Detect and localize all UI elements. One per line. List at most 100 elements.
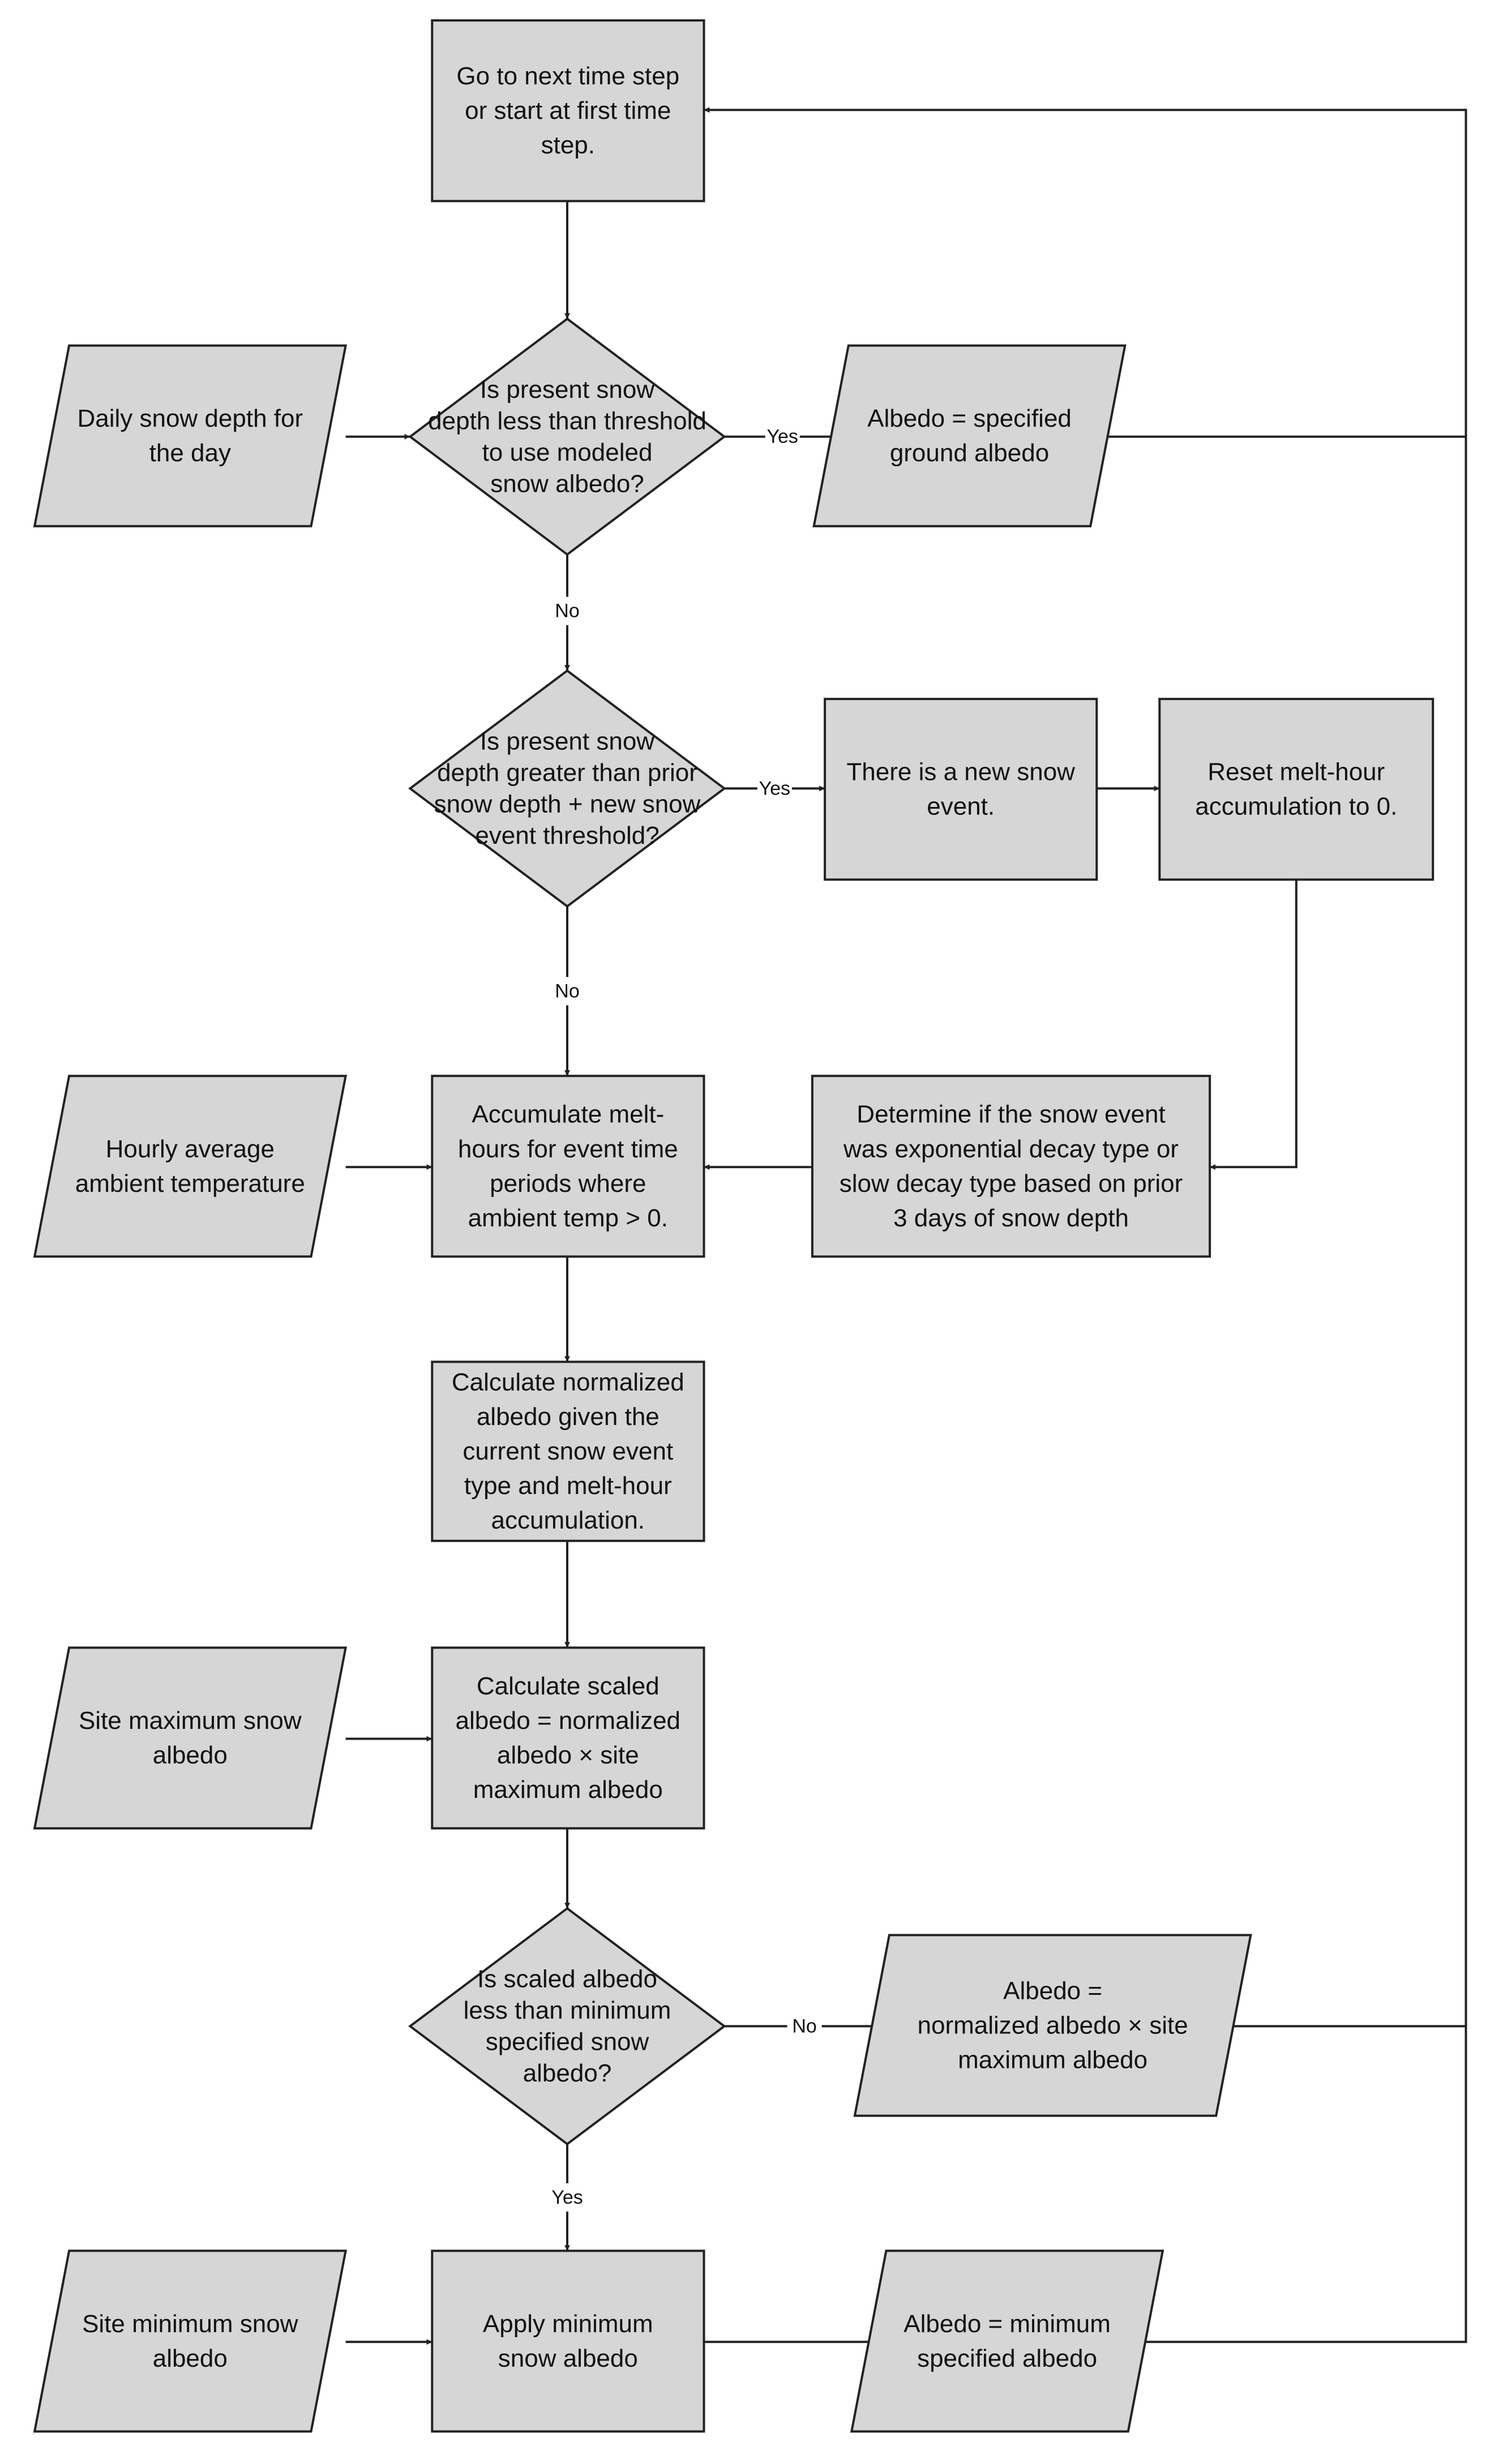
process-box xyxy=(811,1075,1211,1258)
node-text-line: accumulation to 0. xyxy=(1195,793,1397,821)
data-parallelogram xyxy=(853,1934,1252,2117)
node-text-line: albedo given the xyxy=(477,1403,660,1431)
node-text-line: was exponential decay type or xyxy=(843,1135,1179,1163)
node-albedo-norm: Albedo = normalized albedo × site maximum … xyxy=(853,1934,1252,2117)
decision-diamond xyxy=(408,669,726,908)
node-text-line: to use modeled xyxy=(482,439,653,466)
node-text-line: step. xyxy=(541,131,595,159)
decision-diamond xyxy=(408,317,726,556)
node-text-line: depth less than threshold xyxy=(428,407,706,435)
node-text-line: albedo xyxy=(153,1741,228,1769)
data-parallelogram xyxy=(33,1075,348,1258)
node-text-line: current snow event xyxy=(463,1437,673,1465)
node-text-line: Albedo = xyxy=(1003,1977,1102,2004)
edge-label-yes: Yes xyxy=(551,2187,583,2208)
node-text-line: ambient temperature xyxy=(75,1170,305,1197)
connector-arrow xyxy=(1210,879,1298,1170)
node-text-line: snow depth + new snow xyxy=(434,791,701,818)
process-box xyxy=(431,2250,705,2433)
node-text-line: Daily snow depth for xyxy=(77,405,303,432)
node-daily-depth: Daily snow depth for the day xyxy=(33,344,348,527)
node-scaled: Calculate scaled albedo = normalized albed… xyxy=(431,1646,705,1830)
node-text-line: or start at first time xyxy=(465,97,671,125)
process-box xyxy=(431,19,705,203)
node-text-line: normalized albedo × site xyxy=(918,2012,1188,2040)
node-q-new-event: Is present snow depth greater than prior s… xyxy=(408,669,726,908)
node-text-line: 3 days of snow depth xyxy=(893,1204,1129,1232)
node-text-line: periods where xyxy=(490,1170,646,1197)
node-text-line: snow albedo? xyxy=(490,470,644,497)
node-text-line: maximum albedo xyxy=(958,2046,1147,2074)
node-text-line: specified albedo xyxy=(917,2345,1097,2372)
node-text-line: ambient temp > 0. xyxy=(468,1204,668,1232)
shapes: Go to next time step or start at first ti… xyxy=(33,19,1435,2433)
node-text-line: depth greater than prior xyxy=(437,759,697,787)
node-text-line: Is scaled albedo xyxy=(477,1965,657,1993)
node-text-line: slow decay type based on prior xyxy=(840,1170,1183,1197)
node-text-line: Site minimum snow xyxy=(82,2310,298,2338)
process-box xyxy=(824,698,1098,881)
node-start: Go to next time step or start at first ti… xyxy=(431,19,705,203)
node-text-line: Accumulate melt- xyxy=(472,1101,664,1128)
node-apply-min: Apply minimum snow albedo xyxy=(431,2250,705,2433)
node-text-line: There is a new snow xyxy=(846,758,1075,786)
edge-label-no: No xyxy=(792,2015,816,2037)
node-reset: Reset melt-hour accumulation to 0. xyxy=(1158,698,1435,881)
node-text-line: ground albedo xyxy=(890,439,1049,467)
node-q-threshold: Is present snow depth less than threshold… xyxy=(408,317,726,556)
node-text-line: Site maximum snow xyxy=(79,1707,302,1735)
node-text-line: Apply minimum xyxy=(483,2310,653,2338)
node-text-line: snow albedo xyxy=(498,2345,638,2372)
edge-label-yes: Yes xyxy=(759,778,790,799)
node-text-line: albedo xyxy=(153,2345,228,2372)
node-text-line: Albedo = minimum xyxy=(903,2310,1111,2338)
edge-label-background xyxy=(550,977,585,1006)
node-albedo-min: Albedo = minimum specified albedo xyxy=(850,2250,1164,2433)
node-accumulate: Accumulate melt-hours for event time peri… xyxy=(431,1075,705,1258)
node-text-line: Reset melt-hour xyxy=(1207,758,1385,786)
edge-label-background xyxy=(757,774,792,803)
node-text-line: Determine if the snow event xyxy=(857,1101,1165,1128)
node-text-line: Albedo = specified xyxy=(867,405,1072,432)
node-text-line: less than minimum xyxy=(464,1997,671,2024)
node-text-line: albedo? xyxy=(523,2059,612,2087)
node-text-line: Go to next time step xyxy=(456,62,679,90)
node-text-line: Is present snow xyxy=(480,728,654,755)
node-site-min: Site minimum snow albedo xyxy=(33,2250,348,2433)
node-text-line: accumulation. xyxy=(491,1506,645,1534)
edge-label-no: No xyxy=(555,600,579,622)
edge-label-yes: Yes xyxy=(767,426,798,448)
process-box xyxy=(431,1646,705,1830)
data-parallelogram xyxy=(33,2250,348,2433)
node-hourly-temp: Hourly average ambient temperature xyxy=(33,1075,348,1258)
node-text-line: albedo = normalized xyxy=(456,1707,680,1735)
data-parallelogram xyxy=(33,1646,348,1830)
data-parallelogram xyxy=(850,2250,1164,2433)
edge-label-background xyxy=(787,2012,822,2041)
node-decay-type: Determine if the snow event was exponenti… xyxy=(811,1075,1211,1258)
node-text-line: the day xyxy=(149,439,231,467)
node-text-line: event. xyxy=(927,793,995,821)
node-text-line: Hourly average xyxy=(106,1135,275,1163)
node-site-max: Site maximum snow albedo xyxy=(33,1646,348,1830)
node-text-line: event threshold? xyxy=(475,822,659,849)
data-parallelogram xyxy=(33,344,348,527)
node-text-line: Is present snow xyxy=(480,376,654,403)
node-ground-albedo: Albedo = specified ground albedo xyxy=(812,344,1127,527)
connector-arrow xyxy=(704,107,1467,2343)
node-text-line: specified snow xyxy=(486,2028,649,2056)
edge-label-background xyxy=(765,422,800,451)
node-text-line: albedo × site xyxy=(497,1741,639,1769)
node-text-line: Calculate normalized xyxy=(452,1368,684,1396)
node-q-scaled: Is scaled albedo less than minimum specifi… xyxy=(408,1907,726,2146)
node-text-line: maximum albedo xyxy=(473,1776,663,1804)
decision-diamond xyxy=(408,1907,726,2146)
node-normalized: Calculate normalized albedo given the curr… xyxy=(431,1360,705,1542)
edge-label-background xyxy=(550,2183,585,2212)
process-box xyxy=(431,1075,705,1258)
node-text-line: hours for event time xyxy=(458,1135,678,1163)
node-text-line: Calculate scaled xyxy=(477,1672,660,1700)
process-box xyxy=(1158,698,1435,881)
